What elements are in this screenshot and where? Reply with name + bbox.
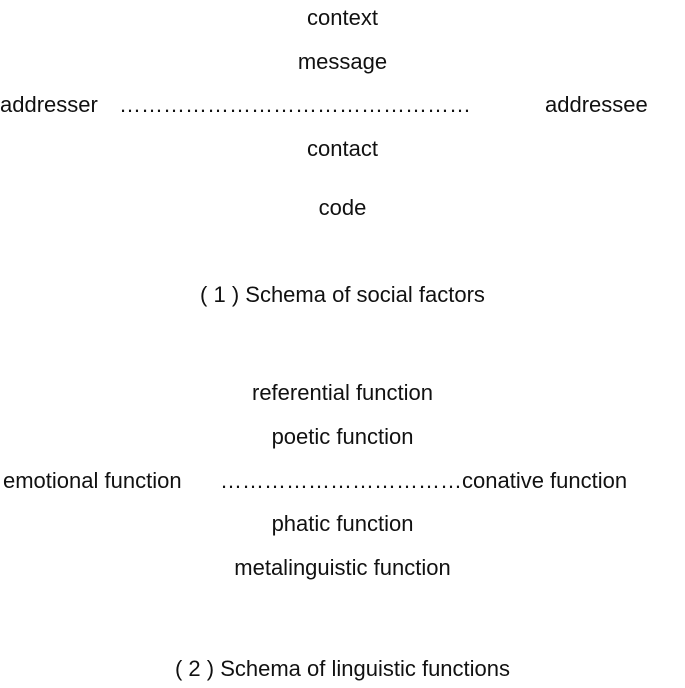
schema2-poetic-label: poetic function <box>271 424 414 449</box>
schema2-metalinguistic-label: metalinguistic function <box>234 555 451 580</box>
schema1-contact-label: contact <box>307 136 378 161</box>
schema1-code-label: code <box>318 195 367 220</box>
schema2-emotional-label: emotional function <box>3 468 182 493</box>
schema2-referential-label: referential function <box>252 380 433 405</box>
schema1-addresser-label: addresser <box>0 92 98 117</box>
schema2-conative-label: conative function <box>462 468 628 493</box>
schema2-phatic-label: phatic function <box>271 511 414 536</box>
schema2-dotted-connector: …………………………… <box>220 468 462 493</box>
schema1-message-label: message <box>297 49 388 74</box>
schema1-caption: ( 1 ) Schema of social factors <box>200 282 485 307</box>
schema2-caption: ( 2 ) Schema of linguistic functions <box>174 656 511 681</box>
schema1-addressee-label: addressee <box>545 92 648 117</box>
schema1-dotted-connector: ………………………………………… <box>119 92 471 117</box>
schema1-context-label: context <box>307 5 378 30</box>
